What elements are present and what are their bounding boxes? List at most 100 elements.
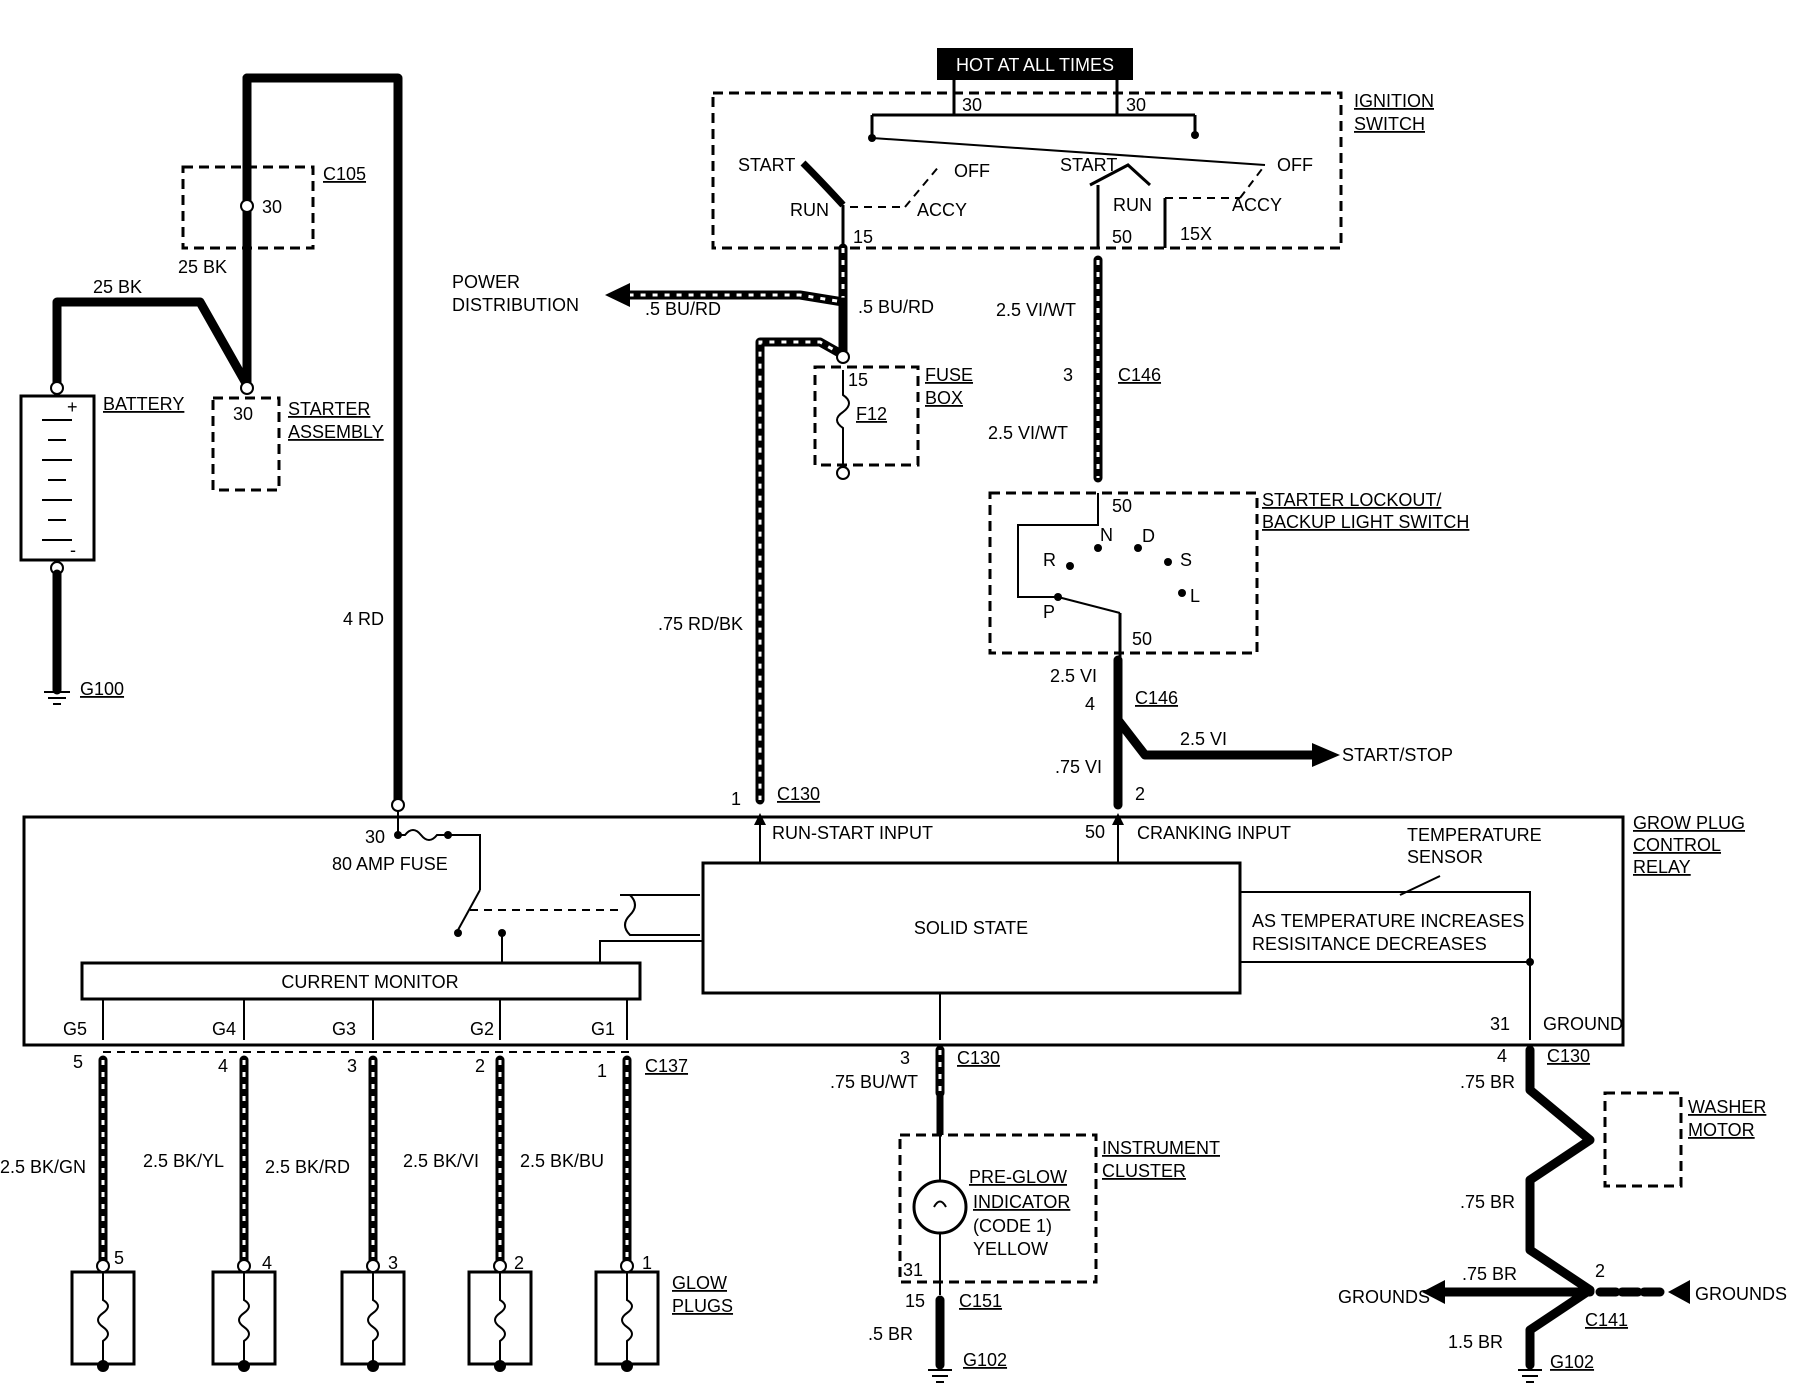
g2-label: G2 <box>470 1019 494 1039</box>
br5-label: .5 BR <box>868 1324 913 1344</box>
g3-label: G3 <box>332 1019 356 1039</box>
relay-label-2: CONTROL <box>1633 835 1721 855</box>
bk-gn-label: 2.5 BK/GN <box>0 1157 86 1177</box>
bu-rd-a: .5 BU/RD <box>645 299 721 319</box>
lockout-label-2: BACKUP LIGHT SWITCH <box>1262 512 1469 532</box>
gear-l: L <box>1190 586 1200 606</box>
c141-pin2: 2 <box>1595 1261 1605 1281</box>
battery-minus: - <box>70 540 76 560</box>
c130-label-a: C130 <box>777 784 820 804</box>
c105-box <box>181 165 315 250</box>
lockout-pin50-b: 50 <box>1132 629 1152 649</box>
br15-label: 1.5 BR <box>1448 1332 1503 1352</box>
bk-vi-label: 2.5 BK/VI <box>403 1151 479 1171</box>
relay-label: GROW PLUG <box>1633 813 1745 833</box>
c137-pin1: 1 <box>597 1061 607 1081</box>
run-right: RUN <box>1113 195 1152 215</box>
grounds-arrow-right <box>1668 1280 1690 1304</box>
g100-label: G100 <box>80 679 124 699</box>
gear-d: D <box>1142 526 1155 546</box>
c151-pin15: 15 <box>905 1291 925 1311</box>
fuse-pin15: 15 <box>848 370 868 390</box>
start-stop-label: START/STOP <box>1342 745 1453 765</box>
wire-25bk-b: 25 BK <box>93 277 142 297</box>
battery-body <box>19 394 96 562</box>
g102-label-b: G102 <box>1550 1352 1594 1372</box>
preglow-label-3: (CODE 1) <box>973 1216 1052 1236</box>
glow-plugs-label: GLOW <box>672 1273 727 1293</box>
lockout-pin50-a: 50 <box>1112 496 1132 516</box>
run-start-input-label: RUN-START INPUT <box>772 823 933 843</box>
plug-3-num: 3 <box>388 1253 398 1273</box>
fuse-box-label-2: BOX <box>925 388 963 408</box>
washer-motor-label: WASHER <box>1688 1097 1766 1117</box>
bk-bu-label: 2.5 BK/BU <box>520 1151 604 1171</box>
c130-pin4: 4 <box>1497 1046 1507 1066</box>
instrument-cluster-label-2: CLUSTER <box>1102 1161 1186 1181</box>
bk-rd-label: 2.5 BK/RD <box>265 1157 350 1177</box>
grounds-arrow-left <box>1422 1280 1445 1304</box>
hot-banner-text: HOT AT ALL TIMES <box>956 55 1114 75</box>
off-right: OFF <box>1277 155 1313 175</box>
br75-label-a: .75 BR <box>1460 1072 1515 1092</box>
ign-pin15: 15 <box>853 227 873 247</box>
ground-label: GROUND <box>1543 1014 1623 1034</box>
gear-s: S <box>1180 550 1192 570</box>
glow-plug-2 <box>467 1259 533 1372</box>
ign-pin15x: 15X <box>1180 224 1212 244</box>
grounds-label-right: GROUNDS <box>1695 1284 1787 1304</box>
washer-motor-box <box>1603 1091 1683 1188</box>
glow-plug-5 <box>70 1259 136 1372</box>
ign-left-contact <box>800 160 846 208</box>
g100-ground-symbol <box>44 691 70 705</box>
run-left: RUN <box>790 200 829 220</box>
lockout-label: STARTER LOCKOUT/ <box>1262 490 1441 510</box>
relay-pin31: 31 <box>1490 1014 1510 1034</box>
relay-pin30: 30 <box>365 827 385 847</box>
amp-fuse-symbol <box>397 811 481 890</box>
c130-pin3: 3 <box>900 1048 910 1068</box>
preglow-label-4: YELLOW <box>973 1239 1048 1259</box>
battery-label: BATTERY <box>103 394 184 414</box>
wire-vi-start-stop <box>1113 715 1325 760</box>
bk-yl-label: 2.5 BK/YL <box>143 1151 224 1171</box>
current-monitor-label: CURRENT MONITOR <box>281 972 458 992</box>
c137-label: C137 <box>645 1056 688 1076</box>
plug-1-num: 1 <box>642 1253 652 1273</box>
vi-wt-a: 2.5 VI/WT <box>996 300 1076 320</box>
amp-fuse-label: 80 AMP FUSE <box>332 854 448 874</box>
power-dist-label: POWER <box>452 272 520 292</box>
gear-n: N <box>1100 525 1113 545</box>
current-monitor-box <box>80 961 642 1001</box>
cranking-input-label: CRANKING INPUT <box>1137 823 1291 843</box>
ignition-switch-label: IGNITION <box>1354 91 1434 111</box>
glow-plug-3 <box>340 1259 406 1372</box>
start-right: START <box>1060 155 1117 175</box>
plug-5-num: 5 <box>114 1248 124 1268</box>
vi-wt-b: 2.5 VI/WT <box>988 423 1068 443</box>
wire-4rd-label: 4 RD <box>343 609 384 629</box>
ign-pin30-a: 30 <box>962 95 982 115</box>
starter-pin30: 30 <box>233 404 253 424</box>
wire-25bk-battery <box>52 297 252 390</box>
gear-p: P <box>1043 602 1055 622</box>
preglow-label: PRE-GLOW <box>969 1167 1067 1187</box>
temp-note: AS TEMPERATURE INCREASES <box>1252 911 1524 931</box>
solid-state-label: SOLID STATE <box>914 918 1028 938</box>
washer-motor-label-2: MOTOR <box>1688 1120 1755 1140</box>
glow-plugs-label-2: PLUGS <box>672 1296 733 1316</box>
vi75-label: .75 VI <box>1055 757 1102 777</box>
plug-2-num: 2 <box>514 1253 524 1273</box>
gear-r: R <box>1043 550 1056 570</box>
c137-pin3: 3 <box>347 1056 357 1076</box>
starter-label-2: ASSEMBLY <box>288 422 384 442</box>
g1-label: G1 <box>591 1019 615 1039</box>
wire-4rd <box>242 73 403 805</box>
wire-25bk-a: 25 BK <box>178 257 227 277</box>
glow-plug-1 <box>594 1259 660 1372</box>
plug-4-num: 4 <box>262 1253 272 1273</box>
rd-bk-label: .75 RD/BK <box>658 614 743 634</box>
br75-label-b: .75 BR <box>1460 1192 1515 1212</box>
power-dist-label-2: DISTRIBUTION <box>452 295 579 315</box>
